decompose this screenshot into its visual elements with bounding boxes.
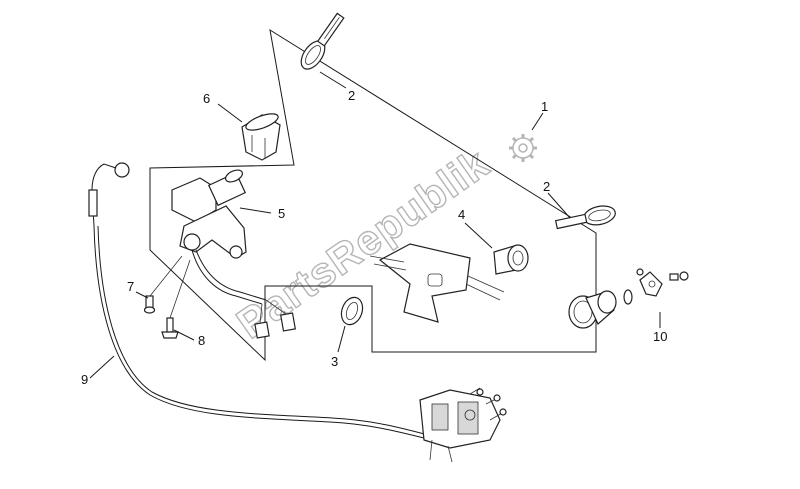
gear-icon <box>509 134 537 162</box>
watermark: PartsRepublik <box>228 139 498 348</box>
callout-5: 5 <box>278 206 285 221</box>
callout-10: 10 <box>653 329 667 344</box>
callout-9: 9 <box>81 372 88 387</box>
screw-8 <box>161 317 179 339</box>
lock-cylinder-4 <box>493 244 529 275</box>
callout-4: 4 <box>458 207 465 222</box>
screw-7 <box>143 295 156 314</box>
callout-7: 7 <box>127 279 134 294</box>
callout-1: 1 <box>541 99 548 114</box>
callout-6: 6 <box>203 91 210 106</box>
cap-part <box>241 113 281 161</box>
lock-cylinder-10 <box>568 268 689 329</box>
screw-guide-lines <box>149 255 191 319</box>
leader-lines <box>89 71 661 379</box>
key-top <box>300 12 345 70</box>
callout-labels: 1 2 2 3 4 5 6 7 8 9 10 <box>81 88 667 387</box>
bracket-part <box>369 243 505 323</box>
watermark-text: PartsRepublik <box>228 139 497 347</box>
ignition-switch <box>171 169 296 339</box>
gasket-part <box>340 296 364 326</box>
callout-8: 8 <box>198 333 205 348</box>
lock-mechanism <box>419 387 507 463</box>
callout-2-right: 2 <box>543 179 550 194</box>
callout-2-top: 2 <box>348 88 355 103</box>
callout-3: 3 <box>331 354 338 369</box>
cable-part <box>88 162 433 441</box>
key-right <box>554 205 616 230</box>
